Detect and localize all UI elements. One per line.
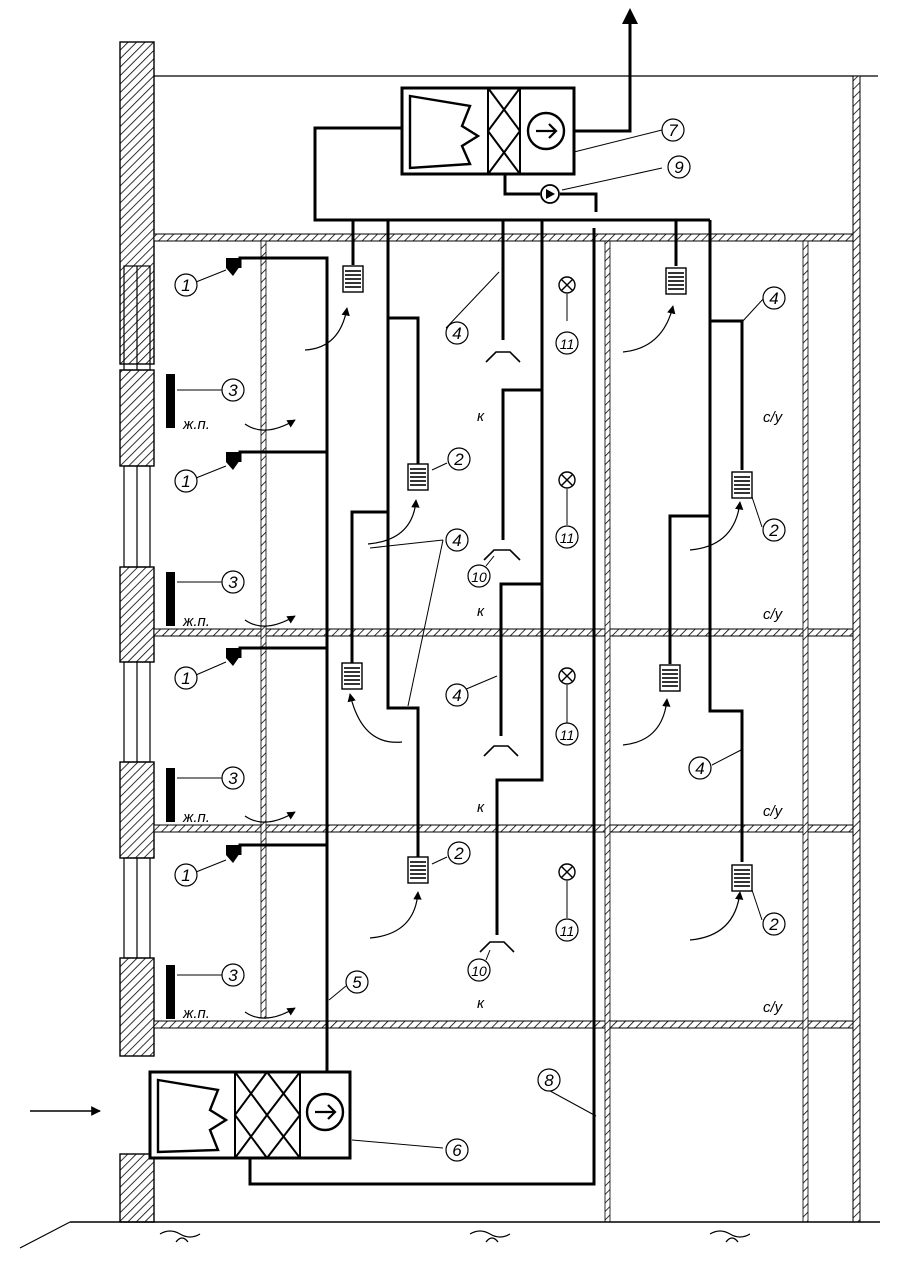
exterior-wall-pier-1 — [119, 369, 155, 467]
callout-6: 6 — [452, 1141, 462, 1160]
ground-marks — [159, 1230, 751, 1243]
callout-5: 5 — [352, 973, 362, 992]
callout-labels: 1 1 1 1 3 3 3 3 2 2 2 2 4 4 4 4 4 5 6 7 … — [181, 121, 779, 1160]
callout-11-a: 11 — [560, 336, 575, 352]
callout-11-b: 11 — [560, 530, 575, 546]
bathroom-label-3: с/у — [763, 803, 784, 820]
light-fixtures — [558, 276, 576, 881]
callout-11-c: 11 — [560, 727, 575, 743]
building-structure — [19, 41, 880, 1249]
callout-2-b: 2 — [453, 844, 464, 863]
exhaust-unit — [400, 86, 576, 176]
living-room-label-2: ж.п. — [182, 613, 210, 630]
callout-10-b: 10 — [471, 963, 487, 979]
living-room-label-1: ж.п. — [182, 416, 210, 433]
windows — [123, 265, 151, 959]
floor-slabs — [153, 233, 854, 1029]
callout-3-c: 3 — [228, 769, 238, 788]
callout-4-c: 4 — [452, 531, 461, 550]
callout-9: 9 — [674, 158, 684, 177]
callout-1-d: 1 — [181, 866, 190, 885]
ground-line — [19, 1221, 71, 1249]
supply-unit — [148, 1070, 352, 1160]
exterior-wall-pier-2 — [119, 566, 155, 663]
room-labels: ж.п. ж.п. ж.п. ж.п. к к к к с/у с/у с/у … — [182, 408, 784, 1022]
room-airflow-arrows — [244, 305, 744, 1019]
callout-4-e: 4 — [695, 759, 704, 778]
bathroom-label-4: с/у — [763, 999, 784, 1016]
radiators — [166, 374, 175, 1019]
callout-4-d: 4 — [452, 686, 461, 705]
living-room-label-4: ж.п. — [182, 1005, 210, 1022]
kitchen-label-3: к — [477, 799, 485, 816]
callout-2-c: 2 — [768, 521, 779, 540]
callout-1-c: 1 — [181, 669, 190, 688]
right-wall — [852, 75, 861, 1223]
air-grilles — [341, 265, 753, 892]
callout-4-a: 4 — [452, 324, 461, 343]
kitchen-label-4: к — [477, 995, 485, 1012]
kitchen-label-2: к — [477, 603, 485, 620]
callout-3-b: 3 — [228, 573, 238, 592]
callout-11-d: 11 — [560, 923, 575, 939]
callouts — [174, 118, 786, 1162]
callout-3-a: 3 — [228, 381, 238, 400]
bathroom-label-1: с/у — [763, 409, 784, 426]
callout-7: 7 — [668, 121, 678, 140]
kitchen-label-1: к — [477, 408, 485, 425]
callout-1-b: 1 — [181, 472, 190, 491]
bathroom-label-2: с/у — [763, 606, 784, 623]
callout-1-a: 1 — [181, 276, 190, 295]
callout-2-a: 2 — [453, 450, 464, 469]
callout-10-a: 10 — [471, 569, 487, 585]
supply-inlets — [226, 258, 240, 863]
pump-icon — [540, 184, 560, 204]
external-airflow — [30, 8, 638, 1116]
kitchen-hoods — [479, 351, 521, 953]
exterior-wall-pier-3 — [119, 761, 155, 859]
leader-lines — [177, 129, 765, 1149]
callout-3-d: 3 — [228, 966, 238, 985]
callout-4-b: 4 — [769, 289, 778, 308]
living-room-label-3: ж.п. — [182, 809, 210, 826]
exterior-wall-pier-4 — [119, 957, 155, 1057]
exterior-wall-base — [119, 1153, 155, 1223]
callout-2-d: 2 — [768, 915, 779, 934]
callout-8: 8 — [544, 1071, 554, 1090]
